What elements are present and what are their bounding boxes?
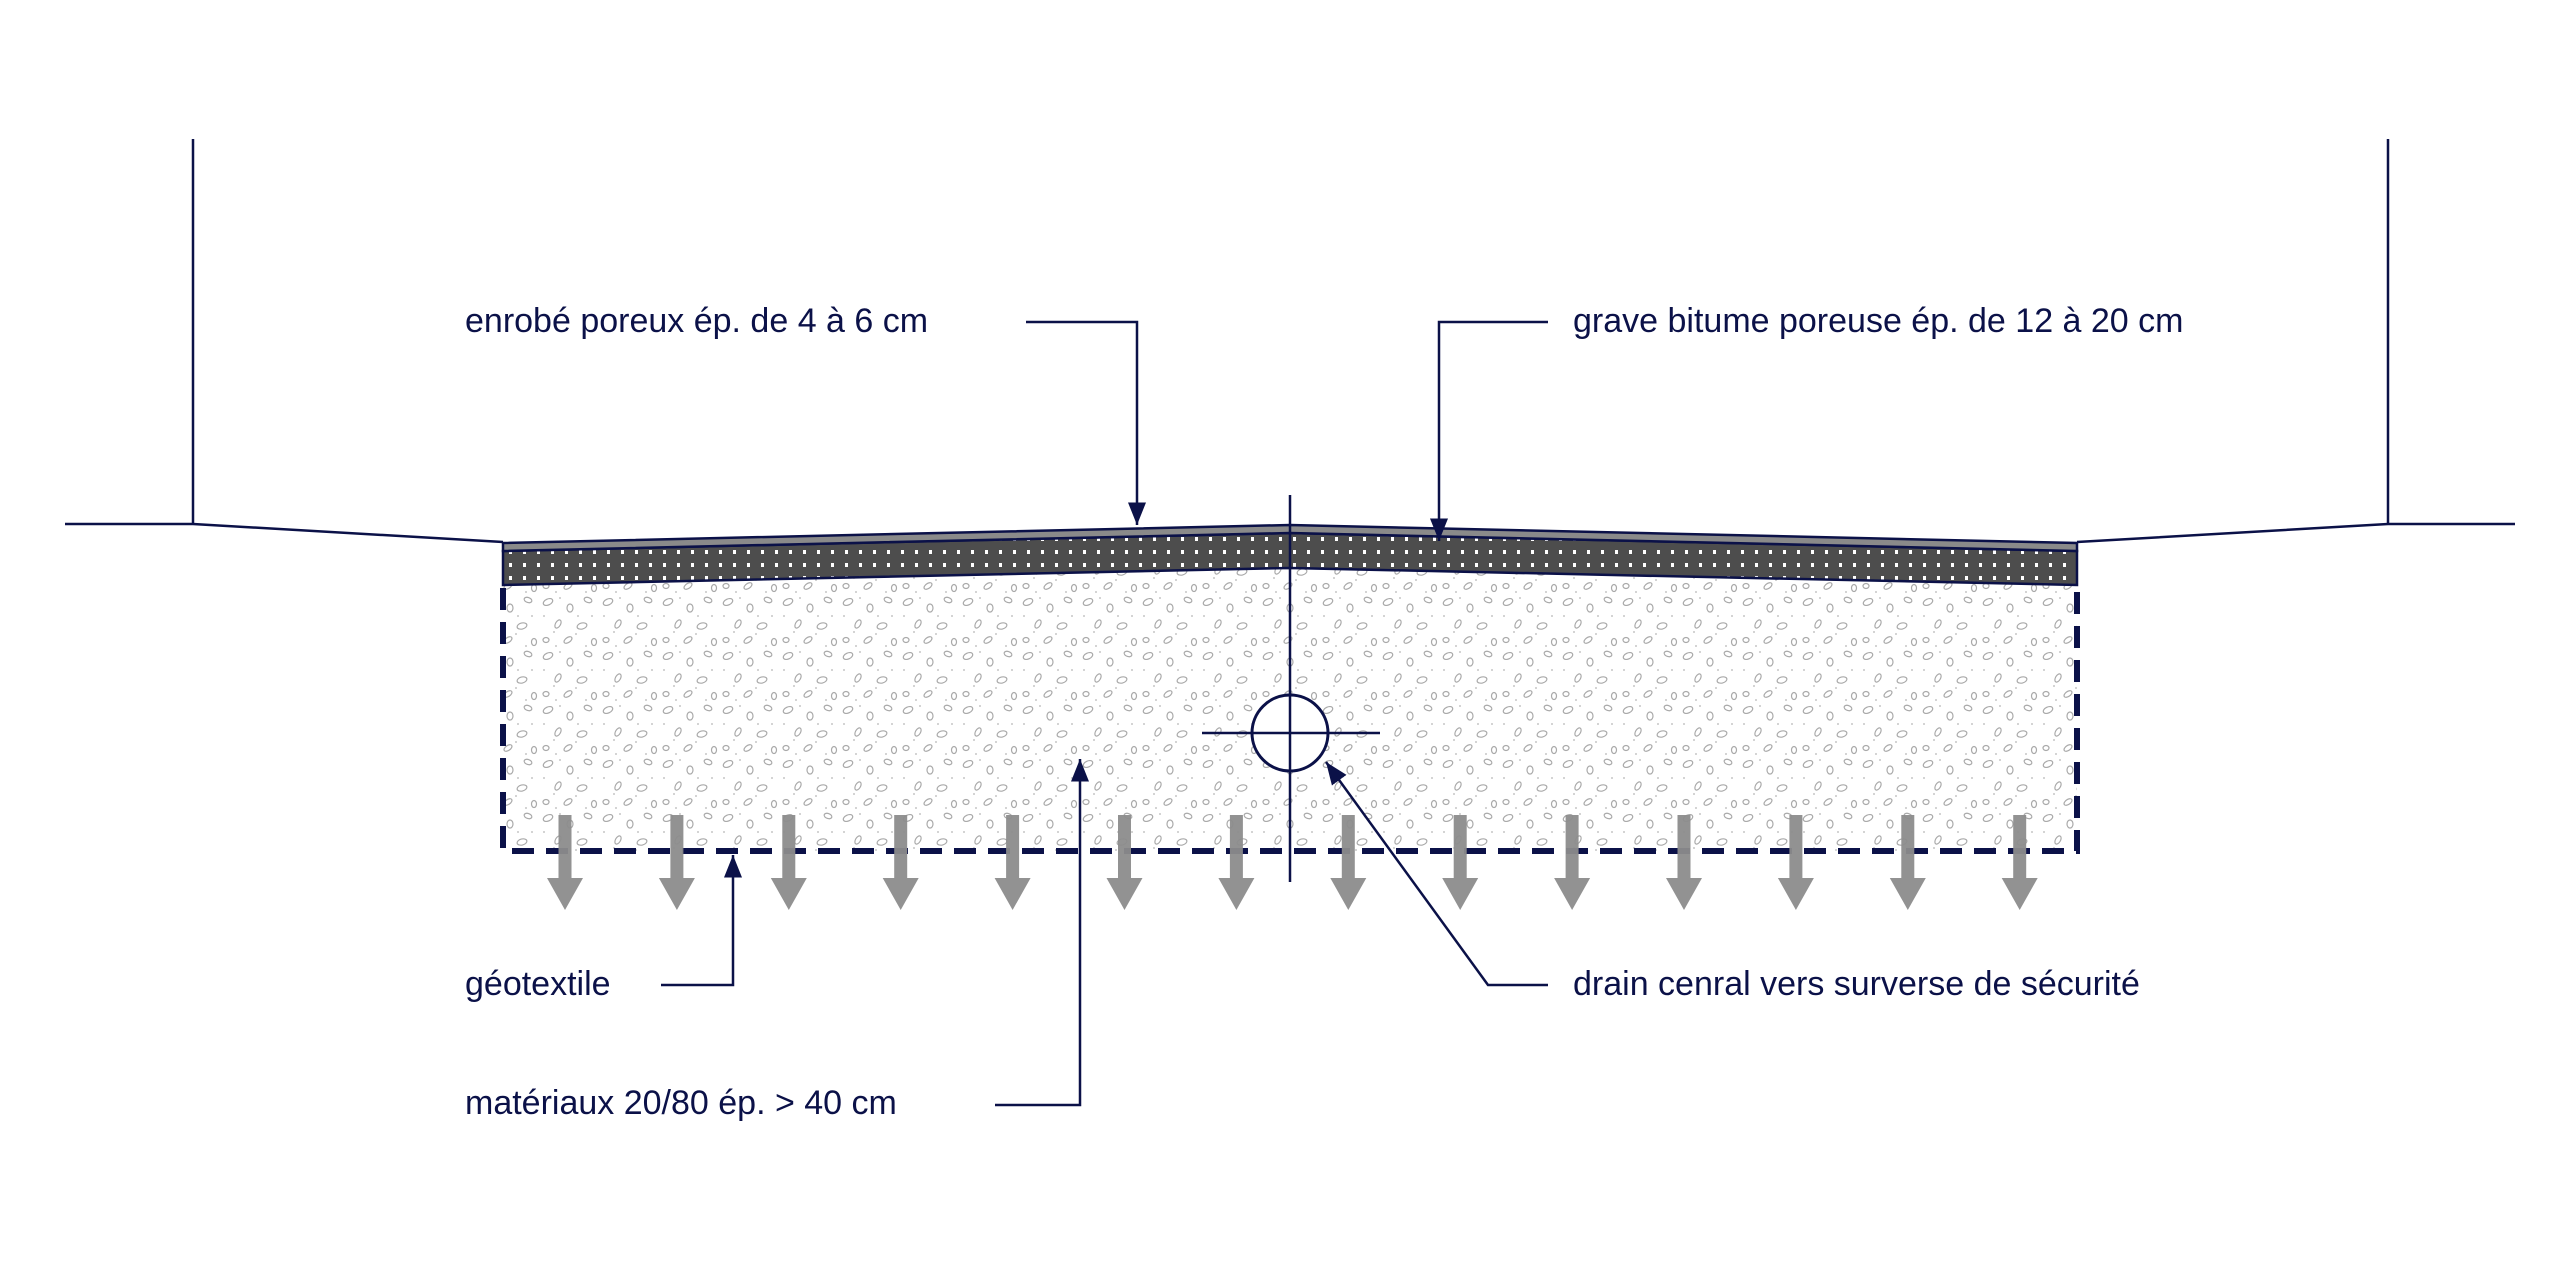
leader-aggregate [995, 759, 1089, 1107]
infiltration-arrow-icon [1106, 815, 1143, 910]
infiltration-arrow-icon [1889, 815, 1926, 910]
infiltration-arrow-icon [770, 815, 807, 910]
infiltration-arrow-icon [658, 815, 695, 910]
infiltration-arrow-icon [882, 815, 919, 910]
leader-wearing-course [1026, 320, 1146, 525]
infiltration-arrow-icon [547, 815, 583, 910]
infiltration-arrow-icon [994, 815, 1031, 910]
infiltration-arrow-icon [1442, 815, 1479, 910]
infiltration-arrow-icon [1666, 815, 1702, 910]
infiltration-arrow-icon [1330, 815, 1367, 910]
infiltration-arrows [547, 815, 2038, 910]
infiltration-arrow-icon [1218, 815, 1255, 910]
infiltration-arrow-icon [1777, 815, 1814, 910]
leader-base-course [1430, 320, 1548, 541]
leader-geotextile [661, 855, 742, 987]
infiltration-arrow-icon [1554, 815, 1591, 910]
label-geotextile: géotextile [465, 965, 611, 1003]
label-base-course: grave bitume poreuse ép. de 12 à 20 cm [1573, 302, 2184, 340]
label-wearing-course: enrobé poreux ép. de 4 à 6 cm [465, 302, 928, 340]
right-ground-line [2076, 522, 2515, 544]
label-drain: drain cenral vers surverse de sécurité [1573, 965, 2140, 1003]
leader-drain [1324, 761, 1548, 987]
label-aggregate: matériaux 20/80 ép. > 40 cm [465, 1084, 897, 1122]
infiltration-arrow-icon [2001, 815, 2038, 910]
left-ground-line [65, 522, 504, 544]
